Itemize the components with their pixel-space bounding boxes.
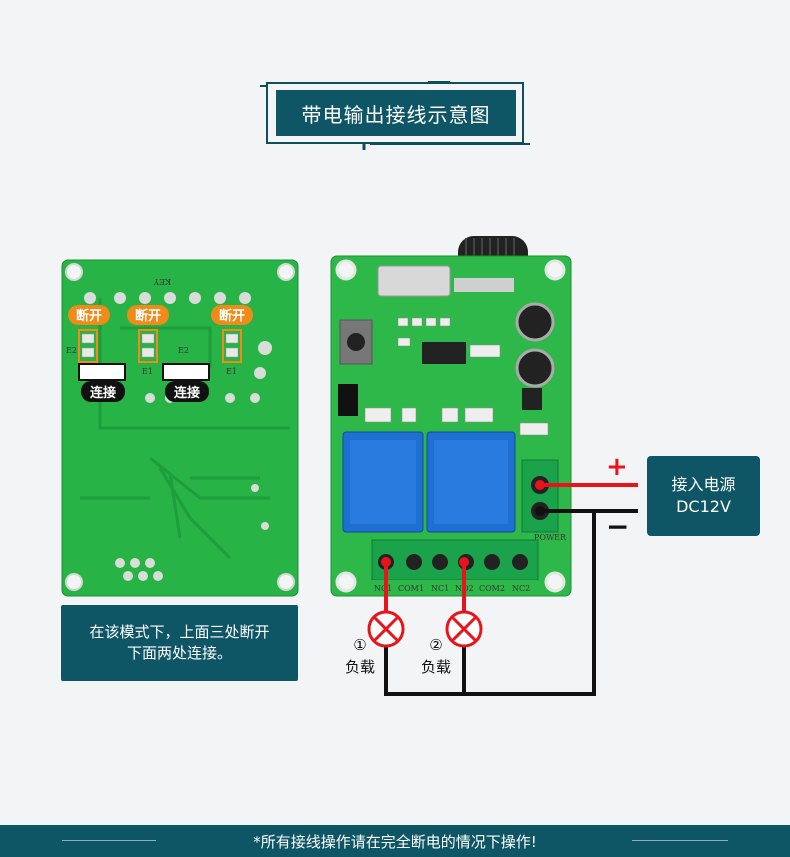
footer-banner: *所有接线操作请在完全断电的情况下操作! [0, 825, 790, 857]
load-1-number: ① [353, 636, 367, 654]
connect-tag: 连接 [165, 381, 209, 402]
load-2-lamp-icon [445, 610, 483, 648]
power-silk: POWER [534, 533, 567, 542]
footer-warning: *所有接线操作请在完全断电的情况下操作! [253, 832, 537, 851]
terminal-label: COM2 [479, 584, 505, 593]
terminal-label: COM1 [398, 584, 424, 593]
load-2-text: 负载 [420, 658, 451, 676]
output-terminal-block [371, 539, 539, 581]
load-1-label: ① 负载 [340, 634, 380, 678]
open-tag: 断开 [211, 305, 253, 325]
terminal-label: NC1 [431, 584, 449, 593]
load-2-number: ② [429, 636, 443, 654]
connect-label-2: 连接 [174, 385, 200, 401]
relay-2 [426, 431, 516, 533]
plus-sign: + [606, 452, 628, 482]
open-tag: 断开 [68, 305, 110, 325]
connect-label-1: 连接 [90, 385, 116, 401]
silk-label: E1 [226, 367, 237, 376]
power-line-1: 接入电源 [671, 475, 736, 494]
note-line-2: 下面两处连接。 [126, 644, 232, 662]
silk-label: E2 [178, 346, 189, 355]
open-label-3: 断开 [219, 308, 245, 324]
load-1-text: 负载 [344, 658, 375, 676]
load-1-lamp-icon [367, 610, 405, 648]
footer-divider-left [62, 840, 156, 841]
silk-label: E2 [66, 346, 77, 355]
load-2-label: ② 负载 [416, 634, 456, 678]
mode-note: 在该模式下，上面三处断开 下面两处连接。 [61, 605, 298, 681]
open-label-2: 断开 [135, 308, 161, 324]
power-input-box: 接入电源 DC12V [647, 456, 760, 536]
wire-red [384, 483, 638, 611]
page-title: 带电输出接线示意图 [276, 90, 516, 136]
note-line-1: 在该模式下，上面三处断开 [89, 623, 270, 641]
open-tag: 断开 [127, 305, 169, 325]
wire-black [384, 509, 638, 696]
terminal-label: NC2 [512, 584, 530, 593]
relay-1 [342, 431, 424, 533]
key-silk: KEY [153, 277, 171, 286]
terminal-label: NC1 [374, 584, 392, 593]
open-label-1: 断开 [76, 308, 102, 324]
footer-divider-right [632, 840, 728, 841]
capacitor-icon [515, 302, 555, 388]
minus-sign: − [606, 510, 630, 543]
board-back-image: 断开 断开 断开 连接 连接 E2 E1 E2 E1 [61, 259, 299, 597]
connect-tag: 连接 [81, 381, 125, 402]
silk-label: E1 [142, 367, 153, 376]
power-line-2: DC12V [676, 497, 731, 516]
